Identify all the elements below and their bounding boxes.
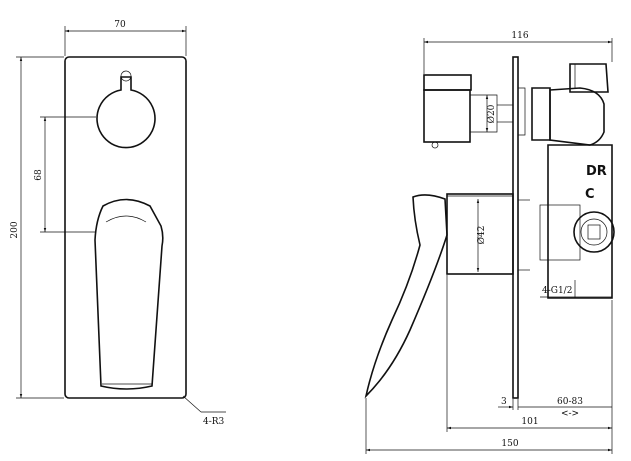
- dim-plate-thickness: 3: [501, 397, 507, 407]
- cover-plate: [64, 56, 187, 399]
- dim-depth: 116: [511, 31, 528, 41]
- dim-width: 70: [114, 20, 126, 30]
- thread-note: 4-G1/2: [542, 286, 572, 296]
- dim-body: 101: [521, 417, 538, 427]
- lever-handle: [94, 198, 164, 390]
- dim-adjust-range: 60-83: [557, 397, 583, 407]
- front-view: 70 200 68 4-R3: [10, 20, 226, 427]
- adjust-arrows: <->: [561, 409, 579, 419]
- dim-small-diameter: Ø20: [486, 104, 497, 123]
- port-c-label: C: [585, 187, 595, 202]
- dim-large-diameter: Ø42: [476, 226, 487, 245]
- dim-spacing: 68: [34, 169, 44, 181]
- dim-height: 200: [10, 221, 20, 238]
- side-view: DR C Ø20 Ø42 116 4-G1/2 3 60-83 <-> 101: [364, 31, 615, 454]
- valve-body: [518, 63, 615, 299]
- port-dr-label: DR: [586, 164, 607, 179]
- lever-side: [364, 193, 514, 399]
- corner-radius-note: 4-R3: [203, 417, 225, 427]
- outlet-port: [573, 211, 615, 253]
- knob-side: [423, 74, 513, 149]
- diverter-knob: [96, 70, 156, 149]
- dim-overall: 150: [501, 439, 518, 449]
